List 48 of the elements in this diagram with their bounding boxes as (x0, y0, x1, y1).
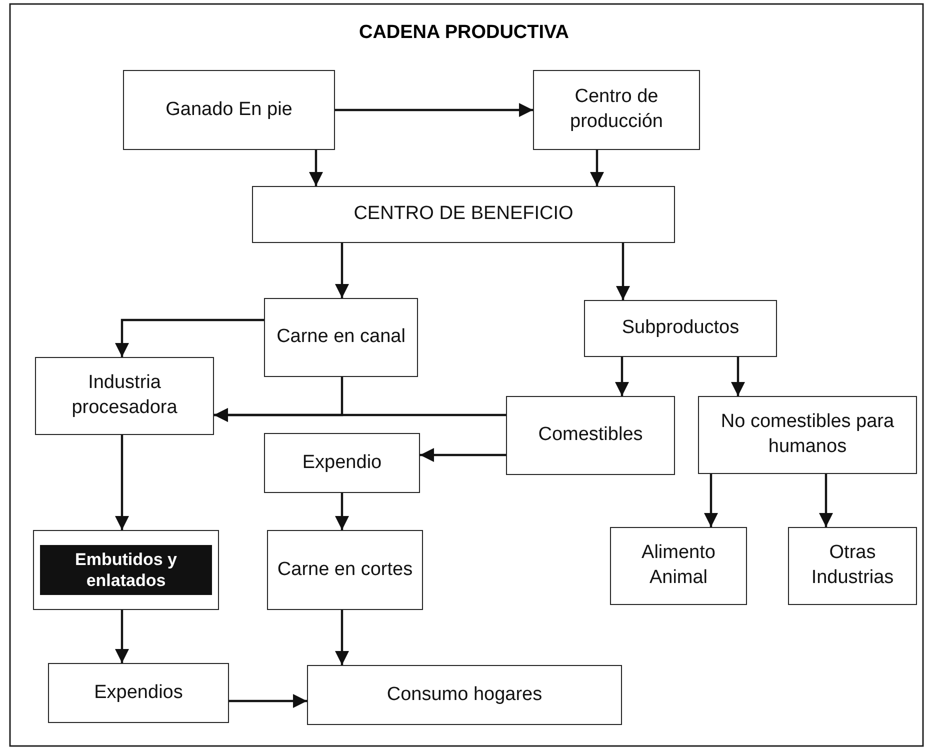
arrow (229, 694, 307, 708)
box-label: Ganado En pie (166, 98, 292, 122)
process-box (123, 70, 335, 150)
arrow (731, 357, 745, 396)
arrow (115, 610, 129, 663)
arrow (616, 243, 630, 300)
box-label: Otras Industrias (810, 541, 895, 590)
process-box (533, 70, 700, 150)
arrow (335, 610, 349, 665)
box-label: Consumo hogares (386, 682, 542, 707)
process-box (264, 433, 420, 493)
process-box (35, 357, 214, 435)
box-label: Carne en cortes (277, 558, 413, 582)
box-label: Embutidos y enlatados (40, 544, 212, 596)
arrow (335, 493, 349, 530)
box-label: Comestibles (538, 423, 643, 448)
arrow (335, 243, 349, 298)
arrow (590, 150, 604, 186)
process-box (698, 396, 917, 474)
arrow (115, 435, 129, 530)
box-label: Industria procesadora (70, 371, 178, 420)
process-box (33, 530, 219, 610)
process-box (584, 300, 777, 357)
box-label: Carne en canal (276, 325, 406, 350)
box-label: No comestibles para humanos (720, 410, 896, 459)
process-box (506, 396, 675, 475)
box-label: CENTRO DE BENEFICIO (354, 202, 574, 226)
arrow (615, 357, 629, 396)
process-box (788, 527, 917, 605)
process-box (48, 663, 229, 723)
arrow (704, 474, 718, 527)
box-label: Expendio (302, 450, 382, 475)
box-label: Centro de producción (569, 85, 664, 134)
arrow (420, 448, 506, 462)
box-label: Subproductos (622, 316, 740, 340)
diagram-title: CADENA PRODUCTIVA (358, 22, 570, 44)
arrow (819, 474, 833, 527)
arrow (214, 408, 506, 422)
process-box (267, 530, 423, 610)
arrow (115, 318, 264, 357)
box-label: Expendios (94, 680, 183, 705)
arrow (335, 103, 533, 117)
box-label: Alimento Animal (640, 541, 716, 590)
process-box (252, 186, 675, 243)
process-box (264, 298, 418, 377)
process-box (307, 665, 622, 725)
arrow (309, 150, 323, 186)
process-box (610, 527, 747, 605)
